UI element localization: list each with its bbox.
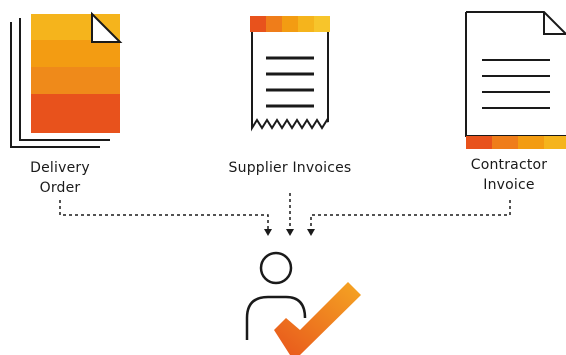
label-contractor-invoice-line2: Invoice bbox=[483, 177, 535, 193]
connector-delivery-order bbox=[59, 200, 269, 229]
label-contractor-invoice: Contractor Invoice bbox=[452, 155, 566, 195]
label-contractor-invoice-line1: Contractor bbox=[470, 157, 548, 173]
user-check-icon bbox=[245, 251, 361, 355]
label-delivery-order: Delivery Order bbox=[0, 158, 120, 198]
checkmark-icon bbox=[274, 282, 361, 355]
arrow-heads bbox=[264, 229, 315, 236]
label-delivery-order-line2: Order bbox=[39, 180, 81, 196]
arrow-down-icon bbox=[264, 229, 272, 236]
receipt-icon bbox=[250, 16, 330, 132]
label-supplier-invoices: Supplier Invoices bbox=[200, 158, 380, 178]
connector-lines bbox=[59, 193, 511, 229]
stacked-document-icon bbox=[10, 11, 123, 148]
document-icon bbox=[465, 11, 566, 149]
label-delivery-order-line1: Delivery bbox=[30, 160, 90, 176]
arrow-down-icon bbox=[307, 229, 315, 236]
arrow-down-icon bbox=[286, 229, 294, 236]
connector-contractor-invoice bbox=[310, 200, 511, 229]
label-supplier-invoices-line1: Supplier Invoices bbox=[228, 160, 352, 176]
